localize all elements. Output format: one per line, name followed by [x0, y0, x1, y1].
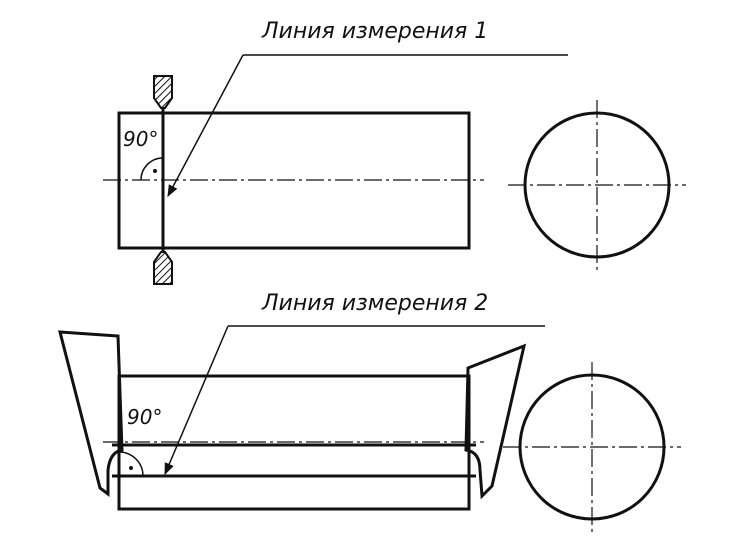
bottom-angle-label: 90° — [127, 405, 162, 429]
top-lower-clamp — [153, 251, 173, 285]
measurement-line-2-leader-arrow — [164, 325, 229, 476]
bottom-right-angle-arc — [118, 451, 144, 477]
top-right-angle-dot — [153, 169, 157, 173]
bottom-right-angle-dot — [129, 466, 133, 470]
bottom-figure: Линия измерения 2 90° — [58, 291, 681, 532]
v-block-left — [58, 330, 124, 497]
top-angle-label: 90° — [123, 127, 158, 151]
v-block-right — [464, 343, 527, 500]
measurement-line-1-label: Линия измерения 1 — [261, 19, 488, 44]
top-upper-clamp — [153, 75, 173, 109]
top-right-angle-arc — [140, 157, 164, 181]
measurement-line-1-leader-arrow — [167, 54, 244, 198]
measurement-line-2-label: Линия измерения 2 — [261, 291, 488, 316]
top-figure: Линия измерения 1 90° — [103, 19, 686, 285]
